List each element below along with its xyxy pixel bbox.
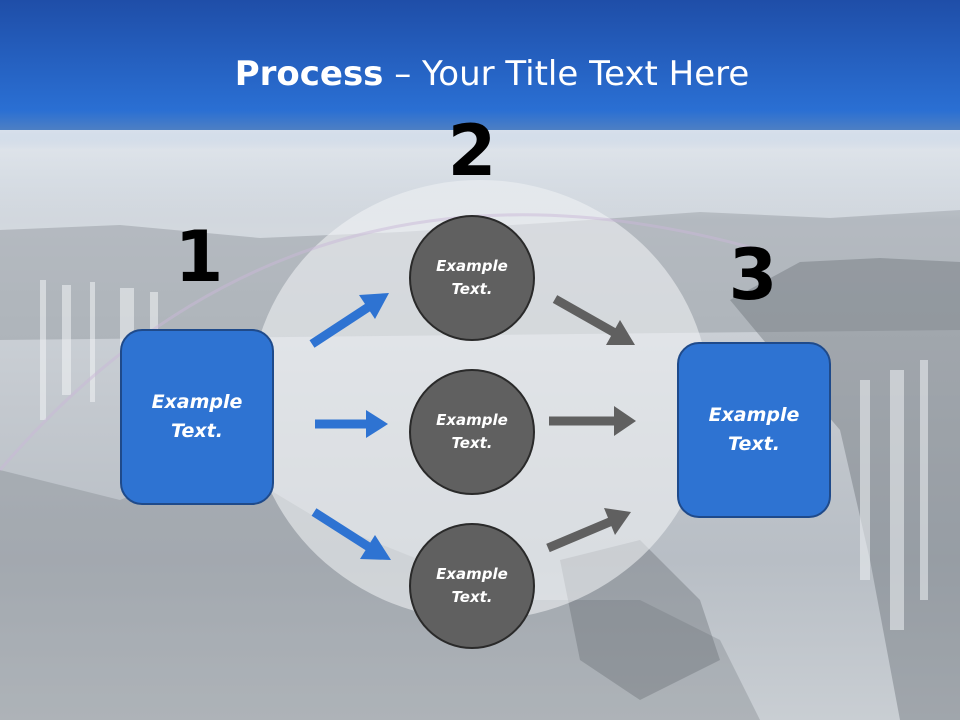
arrow-start-to-bottom (311, 508, 391, 560)
circle-top: Example Text. (409, 215, 535, 341)
step-number-1: 1 (174, 216, 224, 298)
circle-top-text: Example Text. (436, 257, 508, 298)
circle-middle-text: Example Text. (436, 411, 508, 452)
arrow-bottom-to-end (546, 508, 631, 553)
circle-bottom: Example Text. (409, 523, 535, 649)
circle-middle: Example Text. (409, 369, 535, 495)
arrow-start-to-middle (315, 410, 388, 438)
start-box: Example Text. (120, 329, 274, 505)
end-box-text: Example Text. (708, 404, 800, 455)
end-box: Example Text. (677, 342, 831, 518)
circle-bottom-text: Example Text. (436, 565, 508, 606)
title-bold-text: Process (234, 54, 384, 94)
arrow-start-to-top (309, 293, 389, 348)
start-box-text: Example Text. (151, 391, 243, 442)
arrow-top-to-end (552, 295, 635, 345)
step-number-3: 3 (728, 234, 778, 316)
title-rest-text: – Your Title Text Here (383, 54, 750, 94)
slide-title: Process – Your Title Text Here (0, 52, 960, 96)
arrow-middle-to-end (549, 406, 636, 436)
step-number-2: 2 (447, 110, 497, 192)
